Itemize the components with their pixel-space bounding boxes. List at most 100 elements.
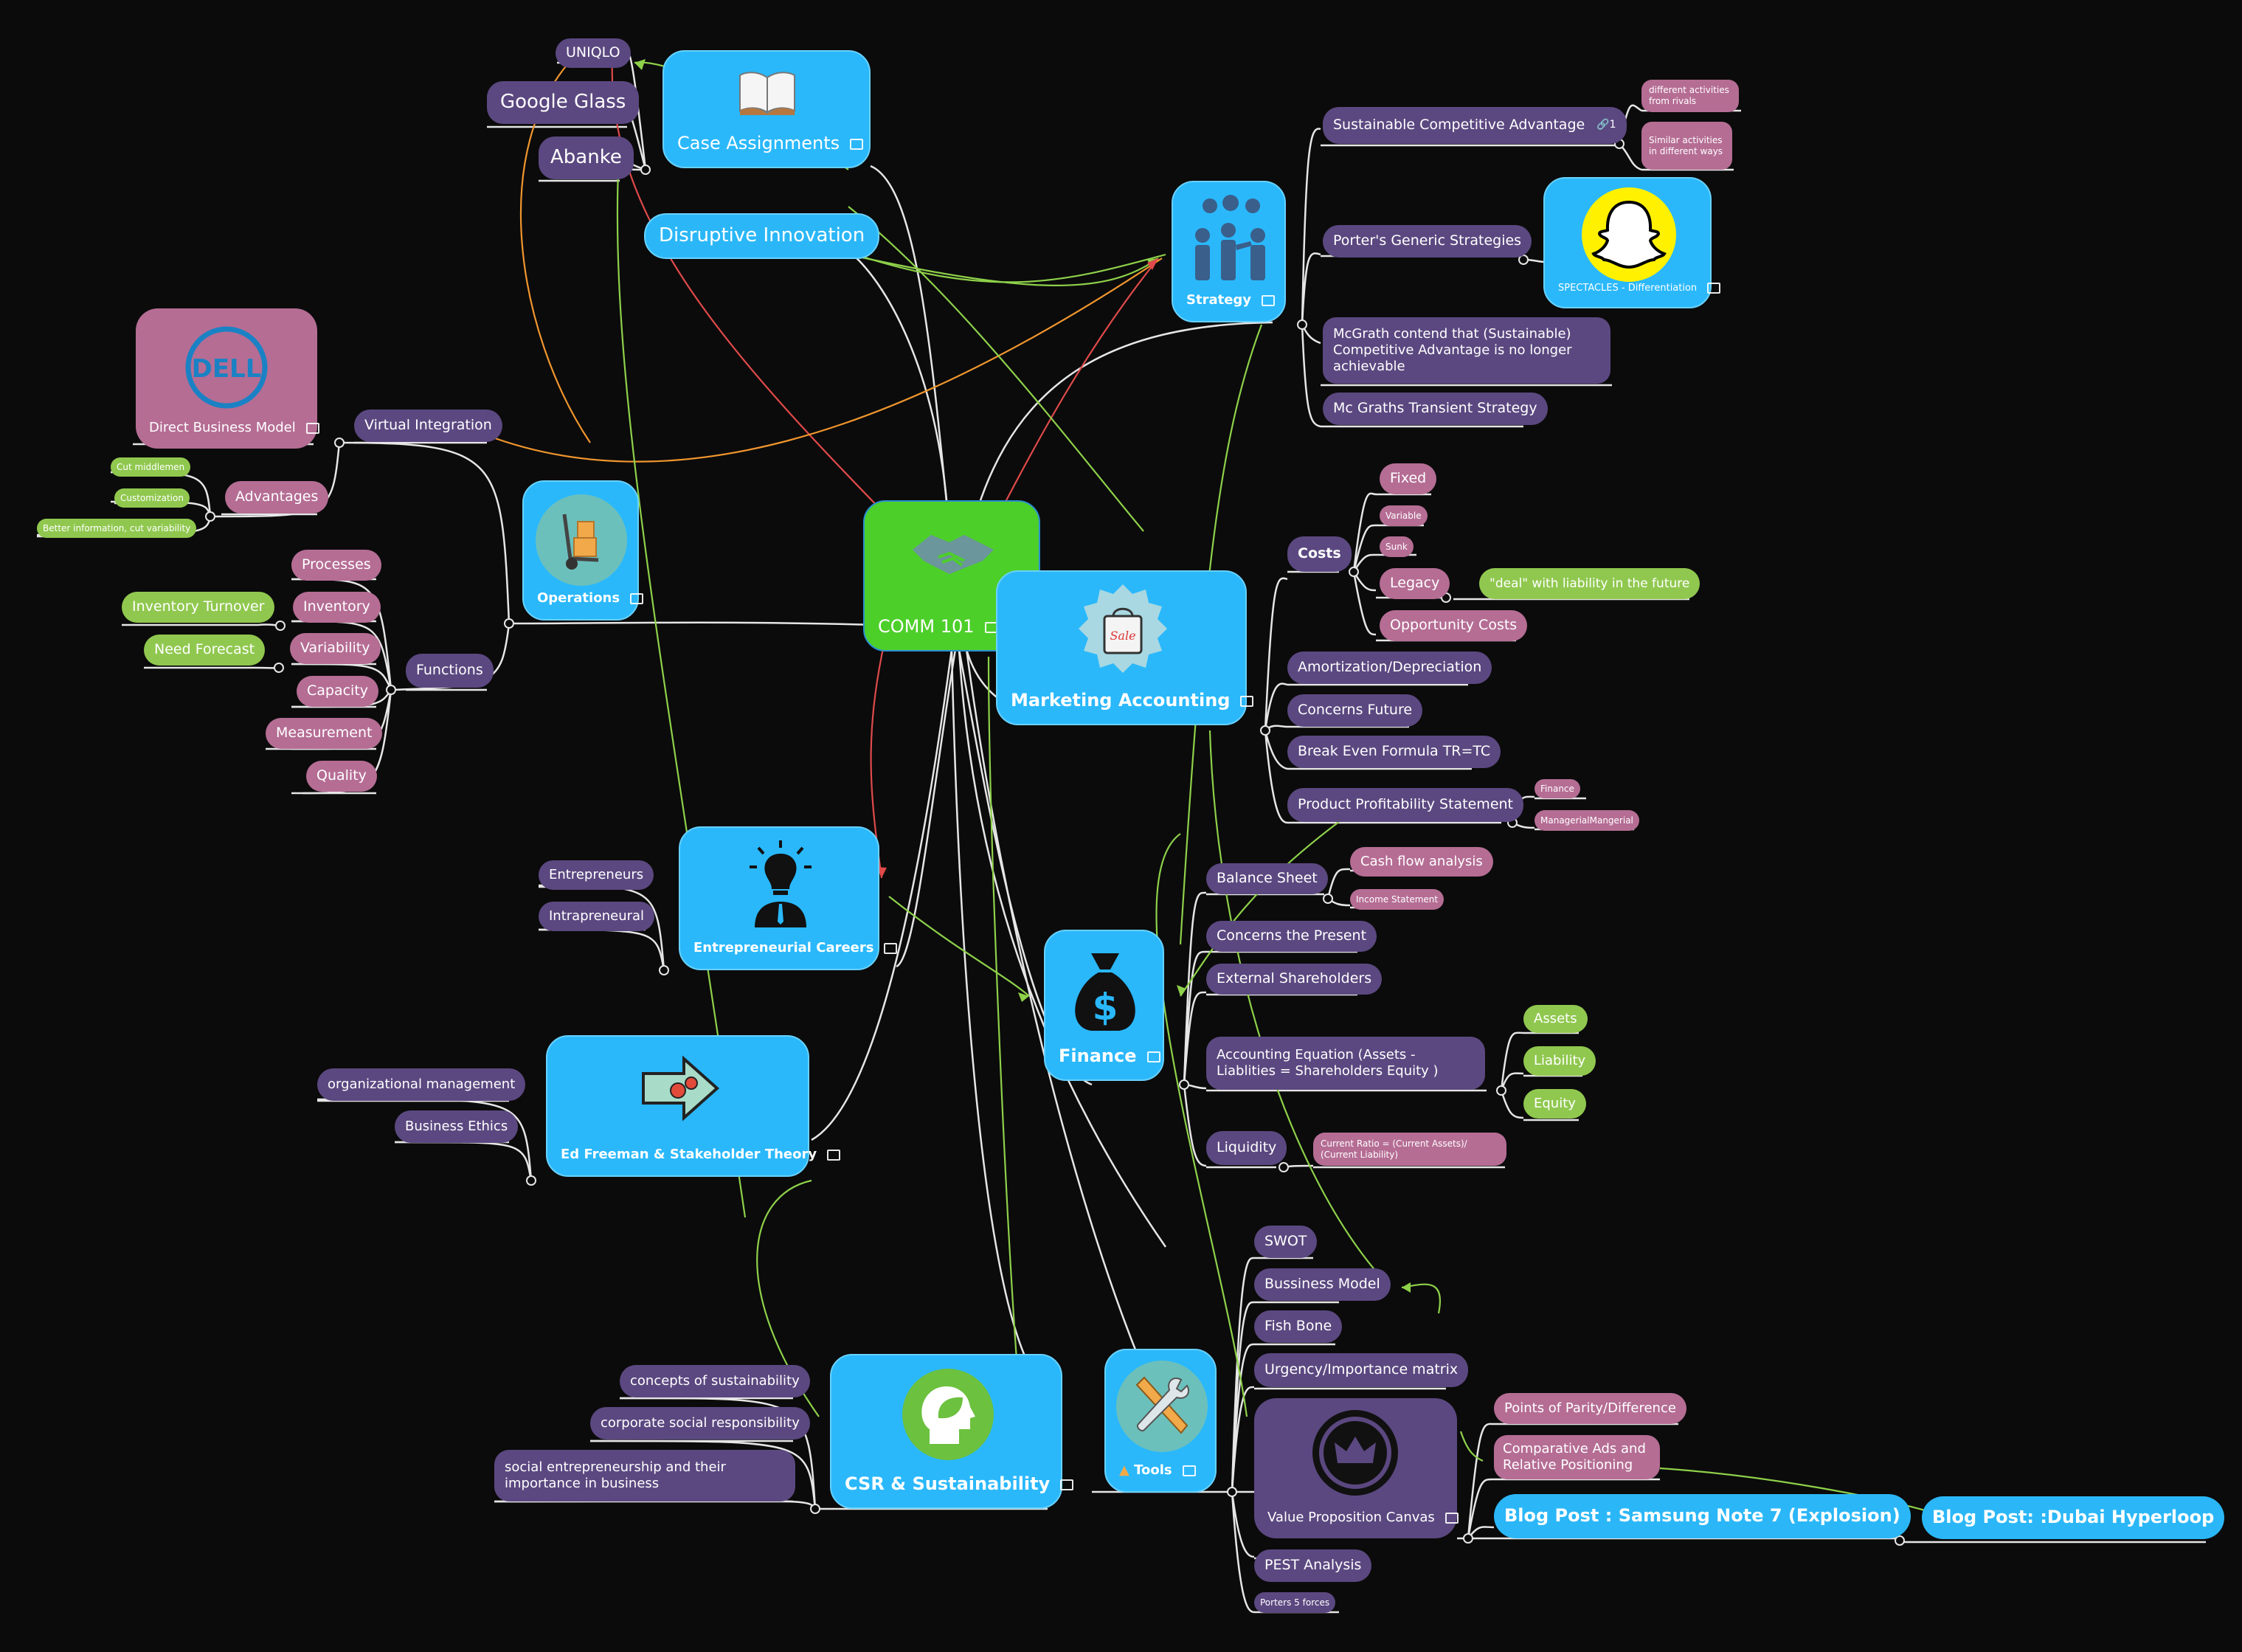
- inventory-turnover-node[interactable]: Inventory Turnover: [122, 592, 275, 623]
- sale-bag-icon: Sale: [1079, 584, 1167, 673]
- uniqlo-node[interactable]: UNIQLO: [556, 38, 631, 68]
- svg-text:$: $: [1093, 986, 1118, 1029]
- balance-sheet-node[interactable]: Balance Sheet: [1206, 863, 1328, 894]
- freeman-stakeholder-node[interactable]: Ed Freeman & Stakeholder Theory: [546, 1035, 841, 1177]
- operations-node[interactable]: Operations: [522, 480, 644, 621]
- csr-label: CSR & Sustainability: [845, 1473, 1074, 1494]
- value-proposition-canvas-node[interactable]: Value Proposition Canvas: [1254, 1398, 1459, 1538]
- link-icon: 🔗1: [1596, 119, 1616, 131]
- product-profitability-node[interactable]: Product Profitability Statement: [1287, 788, 1523, 822]
- vpc-label: Value Proposition Canvas: [1267, 1510, 1459, 1525]
- equation-equity[interactable]: Equity: [1523, 1089, 1586, 1119]
- current-ratio-node[interactable]: Current Ratio = (Current Assets)/ (Curre…: [1313, 1133, 1506, 1166]
- urgency-importance-node[interactable]: Urgency/Importance matrix: [1254, 1353, 1469, 1387]
- function-inventory[interactable]: Inventory: [293, 592, 381, 623]
- external-shareholders-node[interactable]: External Shareholders: [1206, 964, 1383, 995]
- blog-dubai-node[interactable]: Blog Post: :Dubai Hyperloop: [1922, 1496, 2225, 1539]
- spectacles-node[interactable]: SPECTACLES - Differentiation: [1543, 177, 1721, 308]
- intrapreneural-node[interactable]: Intrapreneural: [539, 902, 655, 931]
- fish-bone-node[interactable]: Fish Bone: [1254, 1310, 1343, 1343]
- swot-node[interactable]: SWOT: [1254, 1226, 1318, 1258]
- cash-flow-node[interactable]: Cash flow analysis: [1350, 847, 1493, 877]
- entrepreneurial-label: Entrepreneurial Careers: [693, 940, 898, 955]
- tools-label: ▲ Tools: [1119, 1462, 1196, 1478]
- marketing-accounting-node[interactable]: Sale Marketing Accounting: [996, 570, 1254, 725]
- concerns-future-node[interactable]: Concerns Future: [1287, 694, 1423, 727]
- blog-samsung-node[interactable]: Blog Post : Samsung Note 7 (Explosion): [1494, 1494, 1911, 1538]
- case-assignments-node[interactable]: Case Assignments: [662, 50, 871, 168]
- strategy-node[interactable]: Strategy: [1172, 181, 1286, 322]
- finance-label: Finance: [1059, 1046, 1160, 1066]
- adv-better-information[interactable]: Better information, cut variability: [37, 519, 197, 538]
- equation-liability[interactable]: Liability: [1523, 1046, 1596, 1076]
- case-assignments-label: Case Assignments: [677, 133, 864, 153]
- accounting-equation-node[interactable]: Accounting Equation (Assets - Liablities…: [1206, 1037, 1485, 1090]
- abanke-node[interactable]: Abanke: [539, 136, 634, 179]
- central-label: COMM 101: [878, 616, 998, 637]
- sca-node[interactable]: Sustainable Competitive Advantage🔗1: [1323, 107, 1627, 144]
- advantages-node[interactable]: Advantages: [225, 481, 329, 514]
- amortization-node[interactable]: Amortization/Depreciation: [1287, 652, 1492, 684]
- points-of-parity-node[interactable]: Points of Parity/Difference: [1494, 1393, 1686, 1424]
- function-quality[interactable]: Quality: [306, 761, 377, 792]
- function-variability[interactable]: Variability: [290, 633, 381, 664]
- spectacles-label: SPECTACLES - Differentiation: [1558, 283, 1721, 294]
- organizational-management-node[interactable]: organizational management: [317, 1068, 526, 1101]
- corporate-social-responsibility-node[interactable]: corporate social responsibility: [590, 1407, 810, 1440]
- costs-node[interactable]: Costs: [1287, 536, 1352, 572]
- business-ethics-node[interactable]: Business Ethics: [395, 1110, 519, 1143]
- sca-child-similar-activities[interactable]: Similar activities in different ways: [1641, 122, 1732, 170]
- function-processes[interactable]: Processes: [291, 550, 381, 581]
- concepts-sustainability-node[interactable]: concepts of sustainability: [620, 1365, 810, 1397]
- cost-opportunity[interactable]: Opportunity Costs: [1380, 610, 1528, 641]
- adv-cut-middlemen[interactable]: Cut middlemen: [111, 457, 191, 477]
- adv-customization[interactable]: Customization: [114, 488, 190, 508]
- money-bag-icon: $: [1075, 953, 1135, 1031]
- porters-5-forces-node[interactable]: Porters 5 forces: [1254, 1592, 1336, 1613]
- svg-text:DELL: DELL: [192, 354, 262, 384]
- social-entrepreneurship-node[interactable]: social entrepreneurship and their import…: [494, 1450, 795, 1501]
- hand-truck-icon: [536, 494, 627, 586]
- entrepreneurial-careers-node[interactable]: Entrepreneurial Careers: [679, 826, 898, 970]
- arrow-gears-icon: [642, 1055, 720, 1122]
- break-even-node[interactable]: Break Even Formula TR=TC: [1287, 736, 1501, 768]
- function-measurement[interactable]: Measurement: [266, 718, 383, 749]
- functions-node[interactable]: Functions: [406, 654, 494, 688]
- transient-strategy-node[interactable]: Mc Graths Transient Strategy: [1323, 393, 1548, 425]
- team-gears-icon: [1195, 195, 1265, 280]
- disruptive-innovation-node[interactable]: Disruptive Innovation: [644, 213, 880, 259]
- business-model-node[interactable]: Bussiness Model: [1254, 1268, 1391, 1301]
- income-statement-node[interactable]: Income Statement: [1350, 889, 1445, 910]
- cost-legacy[interactable]: Legacy: [1380, 568, 1450, 599]
- need-forecast-node[interactable]: Need Forecast: [144, 635, 266, 666]
- leaf-head-icon: [902, 1369, 994, 1460]
- google-glass-node[interactable]: Google Glass: [487, 81, 640, 124]
- pest-analysis-node[interactable]: PEST Analysis: [1254, 1549, 1372, 1582]
- virtual-integration-node[interactable]: Virtual Integration: [354, 409, 502, 442]
- concerns-present-node[interactable]: Concerns the Present: [1206, 921, 1377, 952]
- lightbulb-person-icon: [750, 840, 812, 927]
- legacy-note-node[interactable]: "deal" with liability in the future: [1479, 568, 1700, 599]
- mcgrath-node[interactable]: McGrath contend that (Sustainable) Compe…: [1323, 317, 1610, 384]
- comparative-ads-node[interactable]: Comparative Ads and Relative Positioning: [1494, 1435, 1660, 1479]
- wrench-screwdriver-icon: [1116, 1361, 1208, 1452]
- handshake-icon: [913, 535, 994, 574]
- cost-variable[interactable]: Variable: [1380, 505, 1428, 526]
- function-capacity[interactable]: Capacity: [297, 676, 379, 707]
- porter-generic-strategies-node[interactable]: Porter's Generic Strategies: [1323, 225, 1532, 258]
- pps-finance[interactable]: Finance: [1535, 779, 1580, 798]
- finance-node[interactable]: $ Finance: [1044, 930, 1164, 1081]
- dell-direct-business-model-node[interactable]: DELL Direct Business Model: [136, 308, 319, 449]
- tools-node[interactable]: ▲ Tools: [1104, 1349, 1217, 1493]
- sca-child-different-activities[interactable]: different activities from rivals: [1641, 80, 1739, 112]
- entrepreneurs-node[interactable]: Entrepreneurs: [539, 860, 654, 890]
- cost-fixed[interactable]: Fixed: [1380, 463, 1437, 494]
- strategy-label: Strategy: [1186, 292, 1276, 308]
- freeman-label: Ed Freeman & Stakeholder Theory: [561, 1147, 841, 1162]
- pps-managerial[interactable]: ManagerialMangerial: [1535, 810, 1639, 831]
- snapchat-ghost-icon: [1582, 187, 1676, 282]
- equation-assets[interactable]: Assets: [1523, 1005, 1588, 1033]
- liquidity-node[interactable]: Liquidity: [1206, 1131, 1287, 1165]
- csr-sustainability-node[interactable]: CSR & Sustainability: [830, 1354, 1074, 1509]
- cost-sunk[interactable]: Sunk: [1380, 536, 1414, 557]
